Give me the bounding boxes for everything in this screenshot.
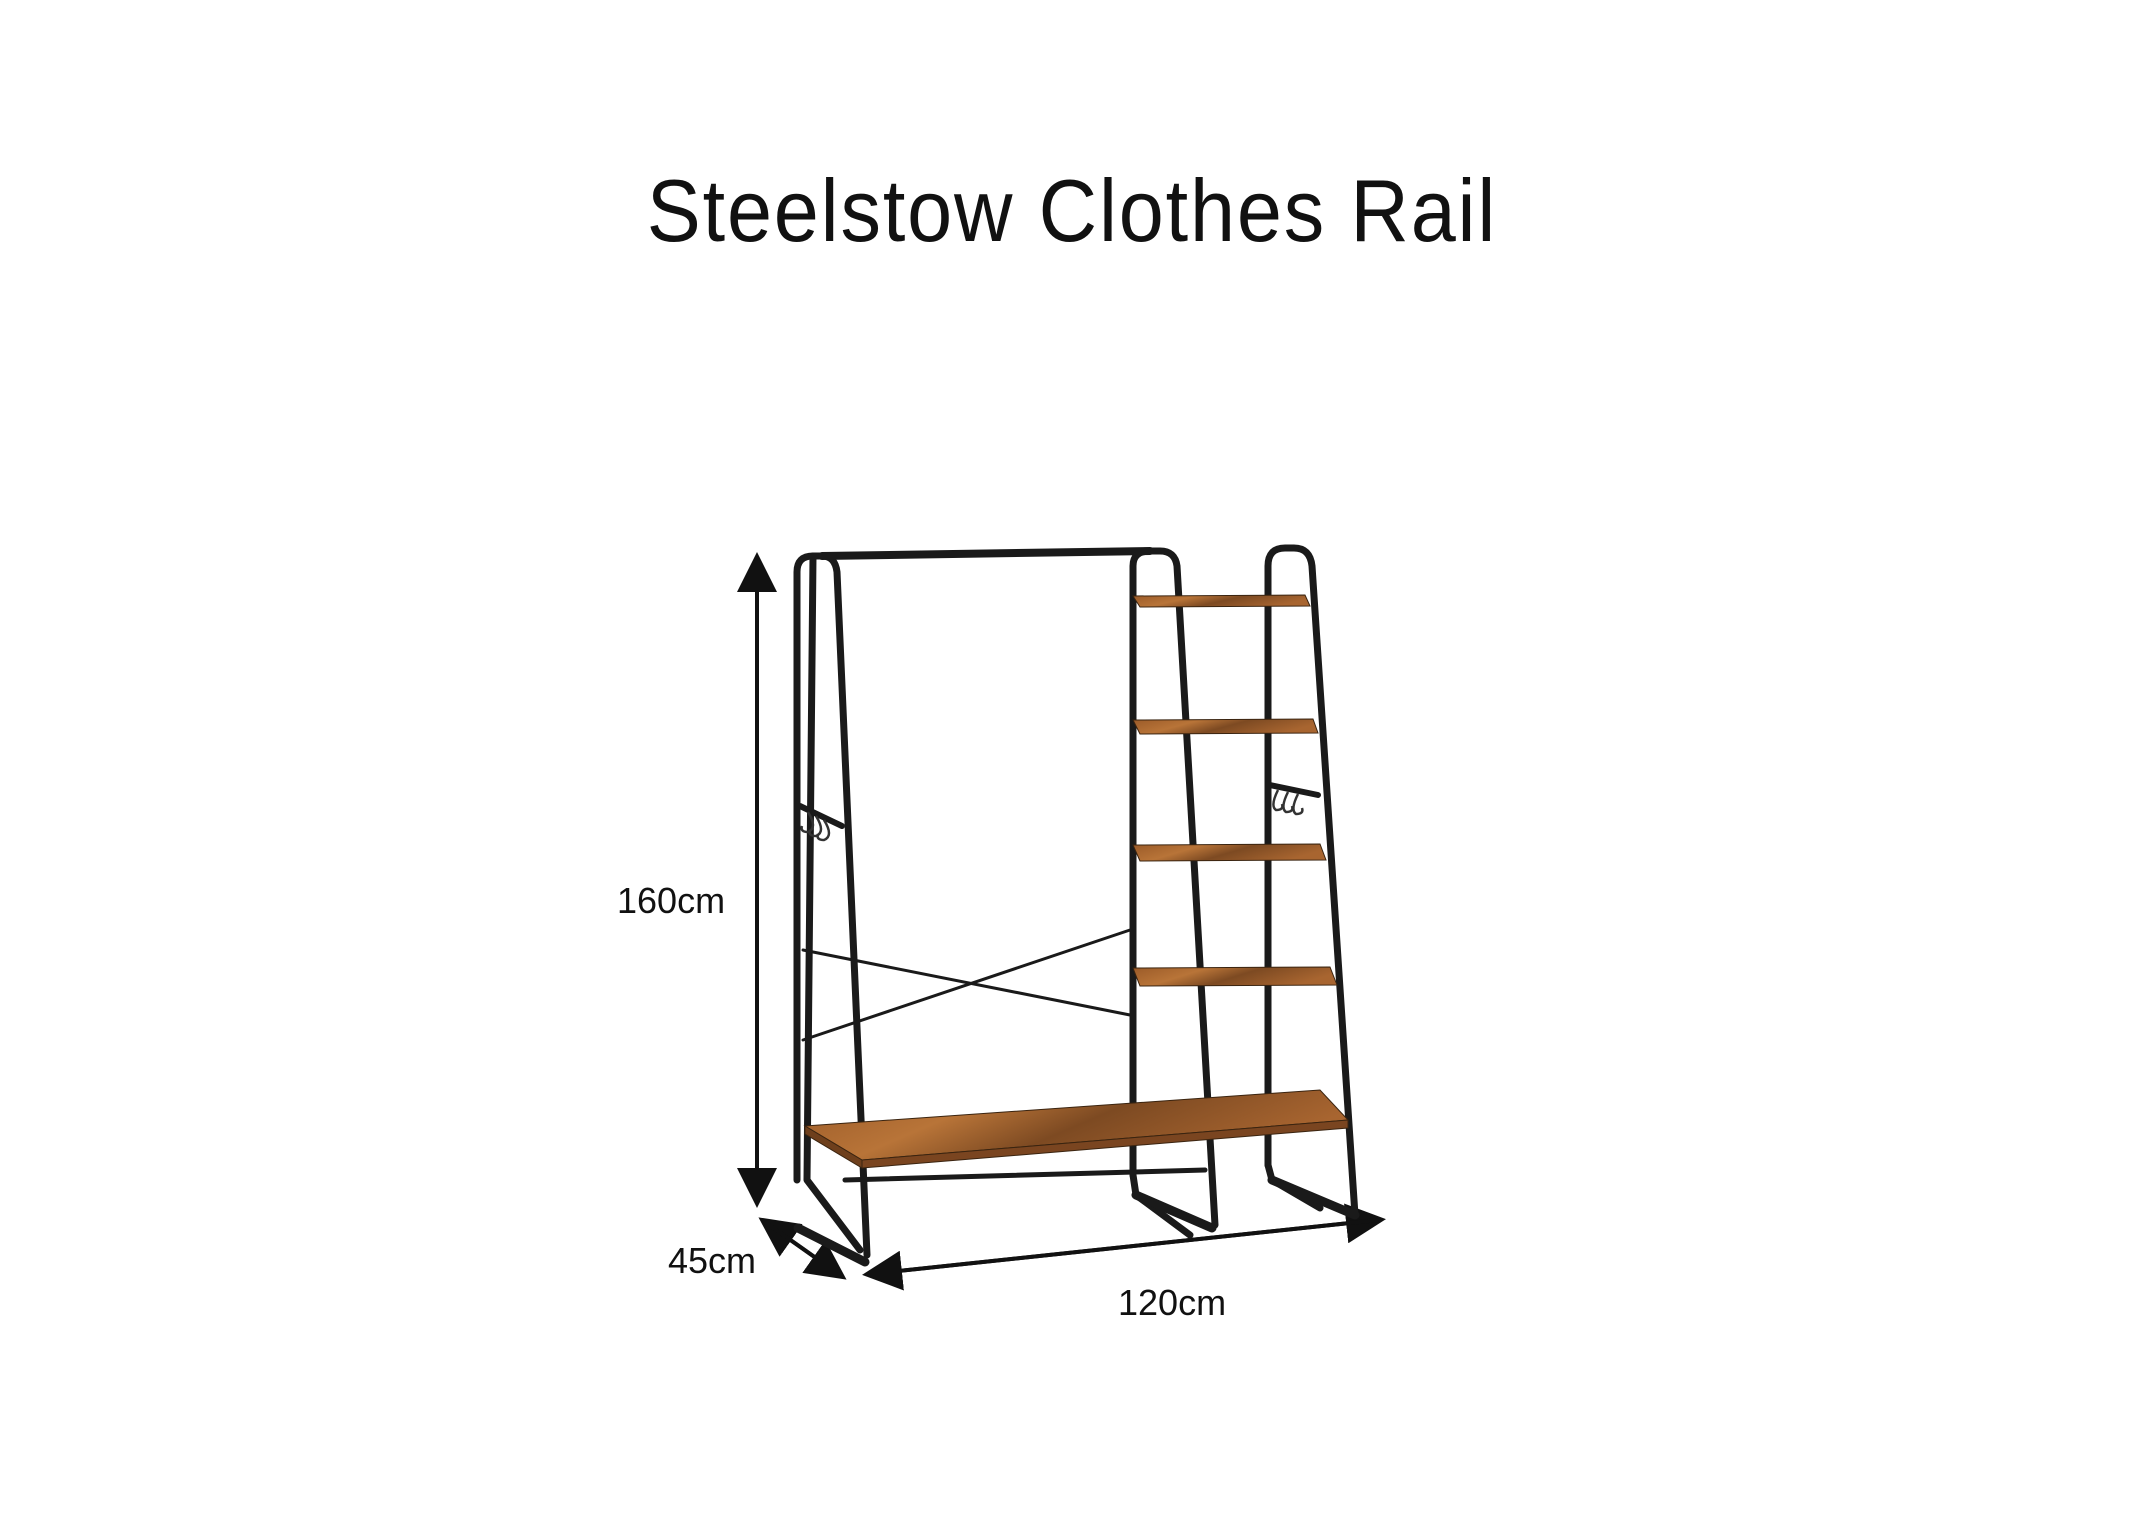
width-arrow (862, 1203, 1386, 1291)
hooks (800, 789, 1304, 842)
shelf-4 (1132, 966, 1338, 987)
depth-arrow (758, 1217, 847, 1280)
ladder-frame (1264, 544, 1360, 1220)
shelves (803, 594, 1350, 1169)
shelf-3 (1132, 843, 1327, 862)
width-dimension-label: 120cm (1118, 1282, 1227, 1323)
depth-dimension-label: 45cm (668, 1240, 757, 1281)
shelf-1 (1132, 594, 1311, 608)
page-title: Steelstow Clothes Rail (646, 161, 1498, 260)
height-dimension-label: 160cm (617, 880, 726, 921)
rail-frame (793, 547, 1219, 1267)
shelf-2 (1132, 718, 1319, 735)
